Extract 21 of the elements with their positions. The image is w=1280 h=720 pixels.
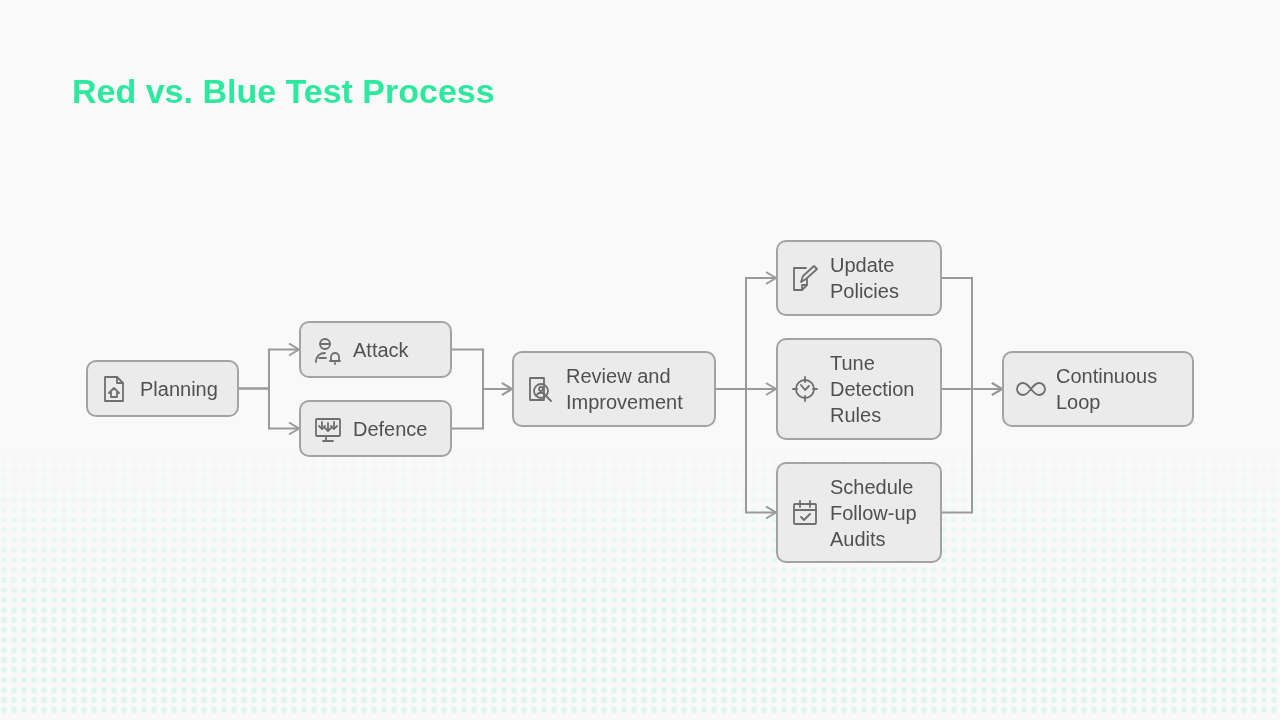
process-box (776, 240, 942, 316)
process-box (776, 462, 942, 563)
box-label: Planning (140, 376, 218, 402)
process-box (86, 360, 239, 417)
process-box (299, 321, 452, 378)
box-label: Schedule Follow-up Audits (830, 474, 918, 552)
box-label: Tune Detection Rules (830, 351, 916, 428)
process-box (512, 351, 716, 427)
diagram-title: Red vs. Blue Test Process (72, 72, 495, 111)
arrow (451, 382, 513, 430)
box-label: Continuous Loop (1056, 364, 1159, 415)
process-box (1002, 351, 1194, 427)
box-label: Review and Improvement (566, 364, 684, 415)
box-label: Defence (353, 416, 428, 442)
arrow (941, 382, 1003, 514)
process-box (299, 400, 452, 457)
box-label: Attack (353, 337, 409, 363)
arrow (715, 388, 777, 520)
box-label: Update Policies (830, 253, 900, 304)
process-box (776, 338, 942, 440)
arrow (238, 387, 300, 436)
